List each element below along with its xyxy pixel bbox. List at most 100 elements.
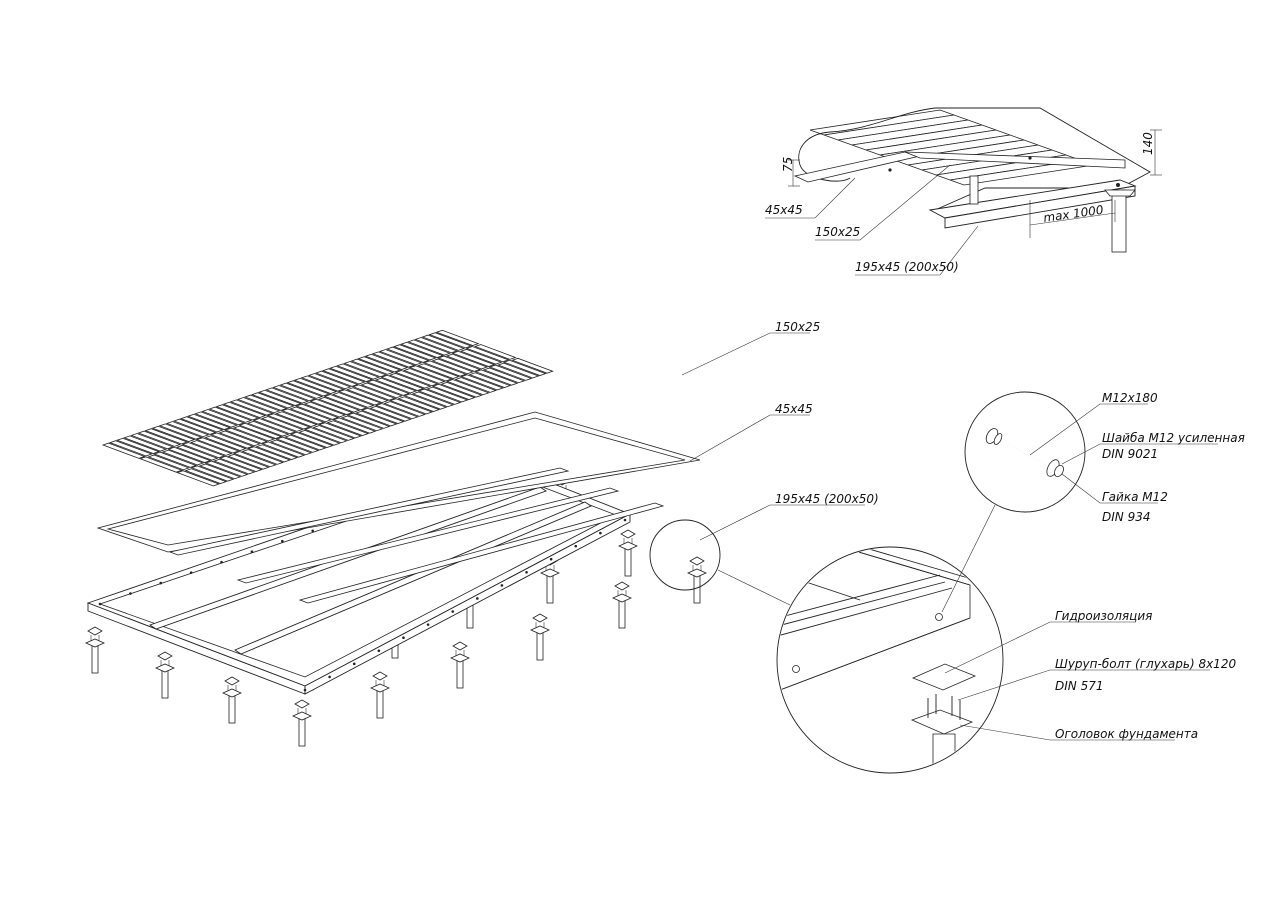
- deck-board: [266, 413, 311, 430]
- deck-board: [247, 446, 292, 463]
- pile-cap: [530, 625, 550, 635]
- deck-board: [215, 404, 260, 421]
- deck-board: [181, 442, 226, 459]
- bolt-dot: [189, 571, 193, 574]
- deck-board: [190, 465, 235, 482]
- deck-board: [326, 420, 370, 436]
- deck-board: [343, 361, 388, 378]
- deck-board: [255, 444, 299, 460]
- deck-board: [392, 344, 437, 361]
- deck-board: [383, 401, 427, 417]
- deck-board: [403, 393, 448, 410]
- deck-board: [250, 392, 295, 409]
- deck-board: [482, 367, 526, 384]
- deck-board: [187, 413, 231, 430]
- deck-board: [144, 428, 189, 445]
- deck-board: [286, 380, 331, 397]
- waterproofing-pad: [689, 556, 705, 566]
- deck-board: [511, 357, 554, 374]
- deck-board: [289, 431, 334, 448]
- deck-board: [189, 440, 233, 456]
- deck-board: [454, 377, 498, 393]
- deck-board: [137, 430, 182, 447]
- bolt-dot: [451, 610, 454, 613]
- bolt-dot: [549, 557, 553, 561]
- deck-board: [336, 363, 381, 380]
- washer-label: Шайба М12 усиленная: [1102, 431, 1245, 445]
- deck-board: [337, 389, 382, 406]
- deck-board: [312, 425, 356, 441]
- waterproofing-pad: [452, 641, 468, 651]
- deck-board: [366, 379, 411, 396]
- deck-board: [222, 401, 267, 418]
- pile-cap: [618, 541, 638, 551]
- deck-board: [289, 406, 333, 423]
- deck-board: [474, 369, 519, 386]
- bolt-dot: [574, 544, 578, 548]
- deck-board: [261, 441, 306, 458]
- batten: [168, 467, 570, 556]
- deck-board: [212, 458, 256, 475]
- deck-board: [281, 408, 325, 425]
- deck-board: [252, 418, 297, 435]
- deck-board: [385, 346, 430, 363]
- deck-board: [451, 350, 496, 367]
- corner-detail-callout: Гидроизоляция Шуруп-болт (глухарь) 8x120…: [649, 519, 1236, 774]
- waterproofing-pad: [532, 613, 548, 623]
- bolt-dot: [98, 602, 102, 606]
- deck-board: [195, 437, 240, 454]
- deck-board: [194, 411, 239, 428]
- batten-label: 45x45: [775, 402, 813, 416]
- deck-board: [473, 344, 517, 360]
- bolt-dot: [426, 623, 430, 626]
- nut-label: Гайка М12: [1102, 490, 1168, 504]
- deck-board: [218, 430, 262, 447]
- deck-board: [394, 370, 439, 387]
- pile-post: [456, 659, 464, 689]
- deck-board: [176, 470, 221, 487]
- deck-board: [167, 446, 212, 463]
- batten: [236, 487, 620, 584]
- deck-board: [354, 410, 398, 427]
- deck-board: [293, 377, 338, 394]
- pile-cap: [222, 688, 242, 698]
- deck-board: [465, 346, 510, 363]
- joist-label: 195x45 (200x50): [775, 492, 879, 506]
- section-board-label: 150x25: [815, 225, 860, 239]
- deck-board: [321, 368, 366, 385]
- pile-post: [536, 631, 544, 661]
- deck-board: [246, 420, 290, 437]
- pile-cap: [85, 638, 105, 648]
- deck-board: [446, 379, 490, 396]
- deck-board: [116, 437, 160, 454]
- deck-board: [158, 423, 203, 440]
- deck-board: [218, 455, 263, 472]
- deck-board: [360, 407, 405, 424]
- pile-cap: [687, 568, 707, 578]
- deck-board: [309, 398, 354, 415]
- deck-board: [346, 412, 391, 429]
- deck-board: [421, 334, 466, 351]
- pile-cap: [370, 683, 390, 693]
- deck-board: [378, 349, 423, 366]
- deck-board: [318, 422, 363, 439]
- deck-board: [204, 435, 247, 451]
- deck-board: [204, 460, 249, 477]
- deck-boards: [101, 329, 554, 487]
- deck-board: [357, 356, 402, 373]
- deck-board: [172, 418, 217, 435]
- deck-board: [265, 387, 310, 404]
- deck-board: [233, 451, 277, 468]
- deck-board: [346, 387, 389, 403]
- deck-board: [232, 425, 276, 442]
- deck-board: [417, 388, 462, 405]
- bolt-dot: [159, 581, 163, 585]
- bolt-dot: [476, 597, 479, 600]
- deck-board: [175, 444, 219, 461]
- waterproofing-pad: [157, 651, 173, 661]
- deck-board: [272, 385, 317, 402]
- pile-cap: [450, 653, 470, 663]
- waterproofing-pad: [87, 626, 103, 636]
- deck-board: [364, 353, 409, 370]
